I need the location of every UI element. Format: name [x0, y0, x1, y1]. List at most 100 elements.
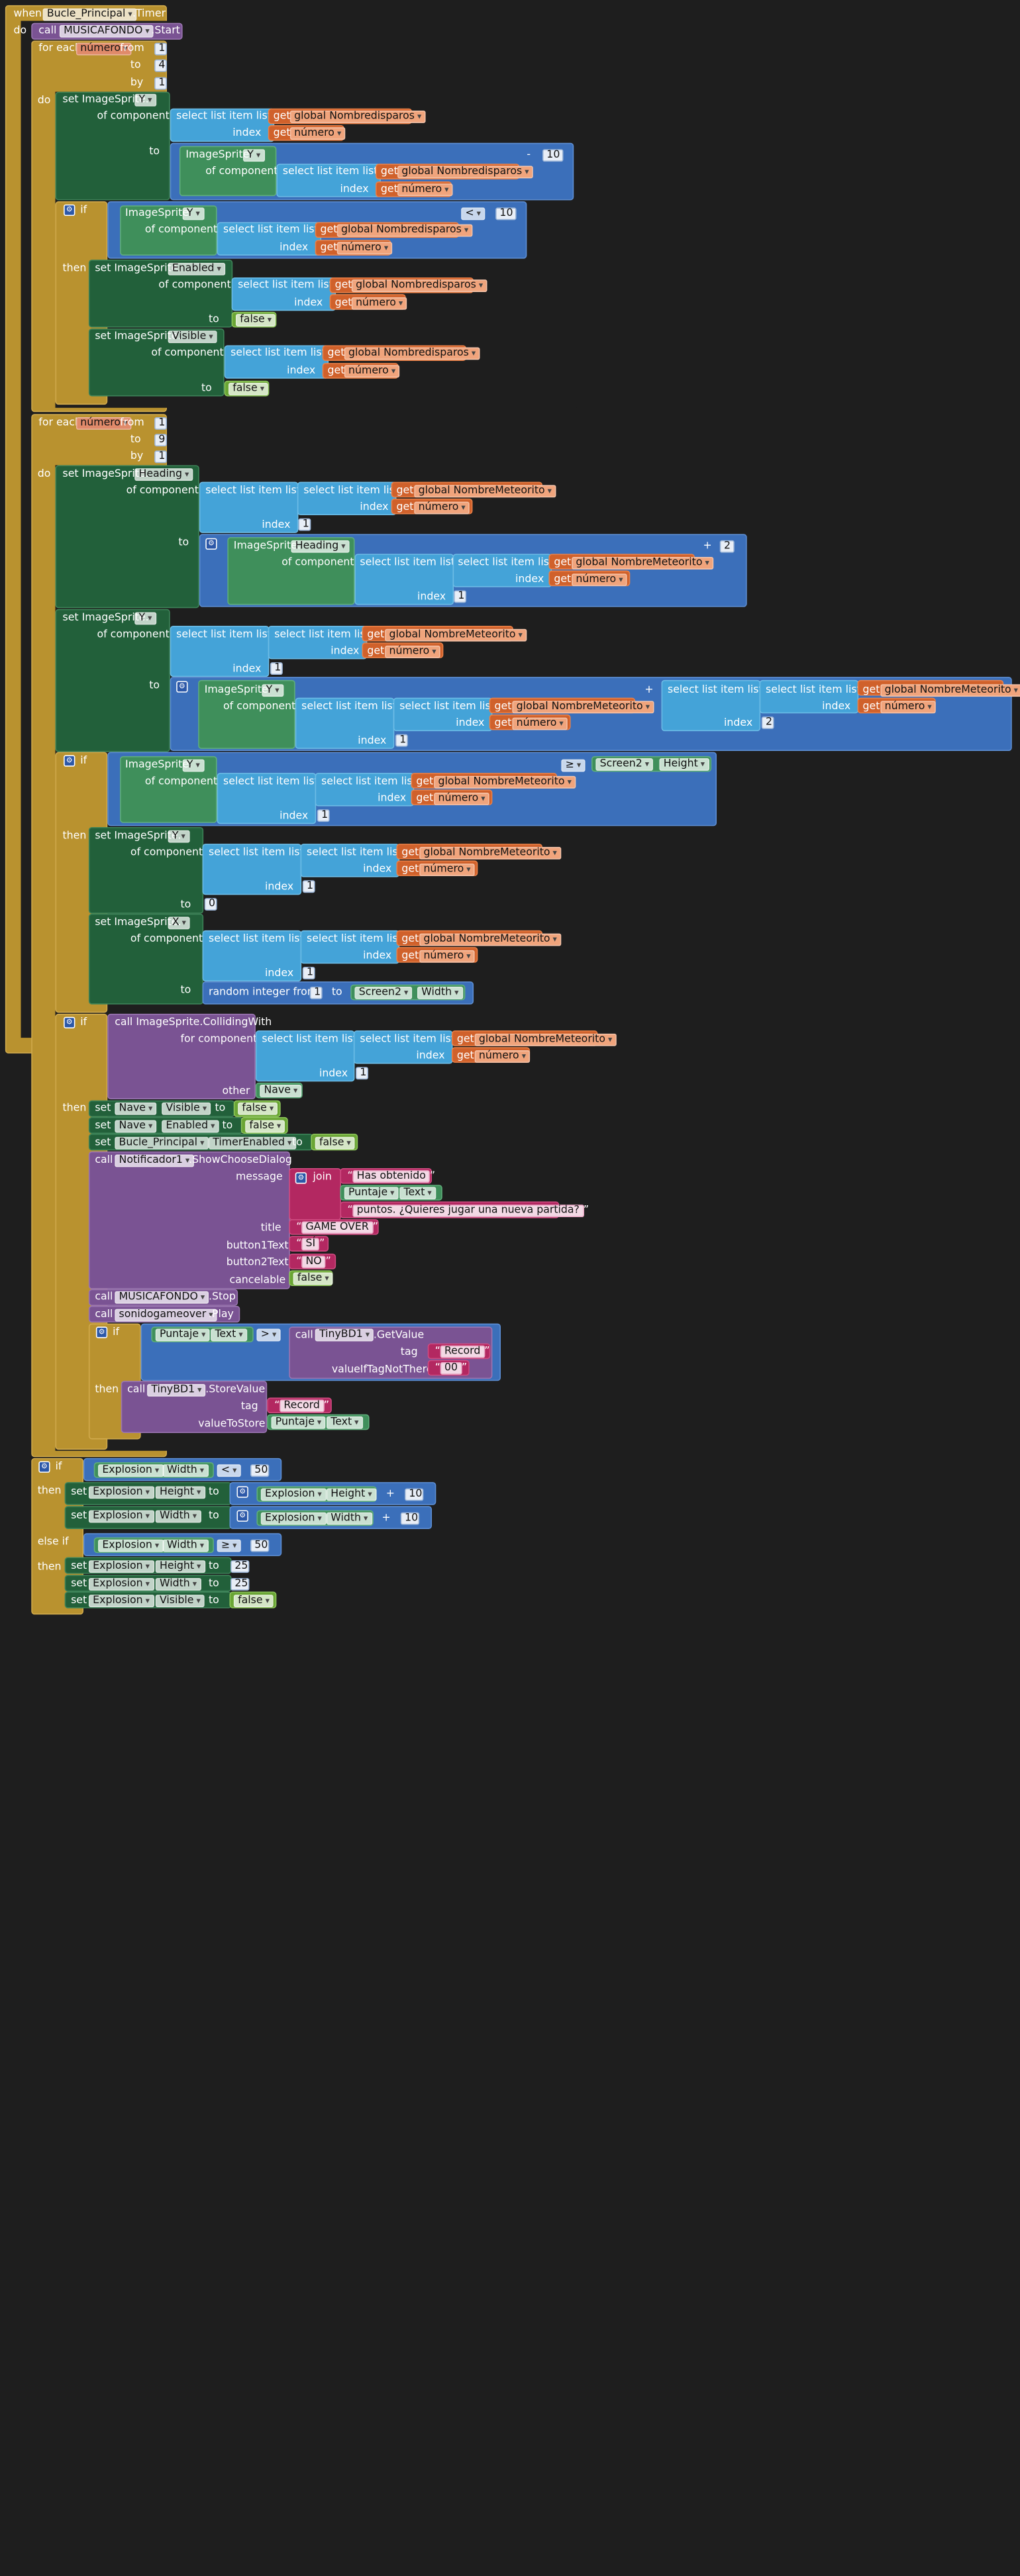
number[interactable]: 1: [395, 734, 408, 747]
explosion-dropdown[interactable]: Explosion: [88, 1560, 154, 1573]
explosion-dropdown[interactable]: Explosion: [88, 1595, 154, 1608]
var-dropdown[interactable]: número: [336, 242, 393, 255]
string[interactable]: GAME OVER: [296, 1221, 378, 1234]
loop-var-dropdown[interactable]: número: [76, 417, 132, 430]
number[interactable]: 1: [270, 662, 283, 675]
var-dropdown[interactable]: número: [419, 864, 475, 876]
number[interactable]: 25: [230, 1577, 250, 1591]
number[interactable]: 10: [400, 1512, 420, 1525]
screen-dropdown[interactable]: Screen2: [595, 758, 654, 771]
var-dropdown[interactable]: número: [397, 183, 453, 197]
music-component-dropdown[interactable]: MUSICAFONDO: [59, 25, 154, 38]
comp-dropdown[interactable]: Nave: [115, 1120, 157, 1133]
gear-icon[interactable]: ⚙: [64, 755, 76, 767]
number[interactable]: 50: [250, 1539, 270, 1552]
number[interactable]: 10: [405, 1488, 424, 1501]
number[interactable]: 50: [250, 1464, 270, 1477]
width-dropdown[interactable]: Width: [155, 1510, 201, 1523]
prop-dropdown[interactable]: Y: [182, 207, 205, 221]
var-dropdown[interactable]: número: [880, 701, 937, 714]
number[interactable]: 1: [356, 1067, 368, 1080]
show-choose-dialog-call[interactable]: [88, 1151, 290, 1289]
prop-dropdown[interactable]: Y: [242, 149, 265, 162]
var-dropdown[interactable]: global NombreMeteorito: [419, 846, 562, 860]
bool-dropdown[interactable]: false: [233, 1595, 274, 1608]
to-number[interactable]: 9: [154, 434, 167, 447]
number[interactable]: 1: [298, 518, 311, 531]
text-dropdown[interactable]: Text: [211, 1328, 247, 1342]
var-dropdown[interactable]: número: [351, 297, 407, 310]
select-list-item[interactable]: [199, 481, 299, 533]
prop-dropdown[interactable]: Visible: [162, 1102, 211, 1115]
to-number[interactable]: 4: [154, 59, 167, 72]
loop-var-dropdown[interactable]: número: [76, 42, 132, 56]
var-dropdown[interactable]: número: [434, 793, 489, 805]
number[interactable]: 2: [719, 540, 735, 553]
number[interactable]: 25: [230, 1560, 250, 1573]
gear-icon[interactable]: ⚙: [236, 1486, 248, 1498]
var-dropdown[interactable]: global NombreMeteorito: [419, 933, 562, 946]
width-dropdown[interactable]: Width: [326, 1512, 372, 1525]
sound-dropdown[interactable]: sonidogameover: [115, 1309, 217, 1322]
var-dropdown[interactable]: número: [414, 501, 470, 515]
prop-dropdown[interactable]: Visible: [168, 330, 217, 344]
tinydb-dropdown[interactable]: TinyBD1: [315, 1328, 374, 1342]
number[interactable]: 10: [542, 149, 564, 162]
var-dropdown[interactable]: global NombreMeteorito: [474, 1033, 617, 1046]
var-dropdown[interactable]: global NombreMeteorito: [572, 557, 714, 570]
prop-dropdown[interactable]: TimerEnabled: [209, 1136, 296, 1150]
bool-dropdown[interactable]: false: [238, 1102, 278, 1115]
select-list-item[interactable]: [393, 697, 493, 732]
select-list-item[interactable]: [202, 844, 302, 895]
var-dropdown[interactable]: número: [344, 365, 400, 378]
gear-icon[interactable]: ⚙: [38, 1461, 50, 1473]
select-list-item[interactable]: [217, 222, 322, 256]
gear-icon[interactable]: ⚙: [64, 1016, 76, 1028]
number[interactable]: 1: [309, 986, 323, 999]
prop-dropdown[interactable]: Heading: [134, 468, 193, 481]
select-list-item[interactable]: [300, 844, 400, 877]
width-dropdown[interactable]: Width: [417, 986, 463, 999]
select-list-item[interactable]: [231, 277, 336, 311]
select-list-item[interactable]: [354, 554, 454, 605]
set-heading-block[interactable]: [55, 465, 199, 609]
tinydb-dropdown[interactable]: TinyBD1: [147, 1384, 206, 1397]
select-list-item[interactable]: [759, 679, 859, 714]
from-number[interactable]: 1: [154, 42, 167, 56]
op-dropdown[interactable]: <: [217, 1464, 241, 1477]
var-dropdown[interactable]: global NombreMeteorito: [434, 775, 576, 789]
prop-dropdown[interactable]: Heading: [291, 540, 350, 553]
number[interactable]: 10: [495, 207, 517, 221]
puntaje-dropdown[interactable]: Puntaje: [155, 1328, 210, 1342]
explosion-dropdown[interactable]: Explosion: [260, 1512, 327, 1525]
gear-icon[interactable]: ⚙: [176, 681, 188, 693]
music-dropdown[interactable]: MUSICAFONDO: [115, 1291, 209, 1304]
var-dropdown[interactable]: global NombreMeteorito: [512, 701, 654, 714]
visible-dropdown[interactable]: Visible: [155, 1595, 205, 1608]
var-dropdown[interactable]: global Nombredisparos: [289, 110, 426, 123]
select-list-item[interactable]: [297, 481, 397, 516]
width-dropdown[interactable]: Width: [155, 1577, 201, 1591]
number[interactable]: 1: [302, 967, 315, 979]
string[interactable]: NO: [296, 1256, 332, 1269]
var-dropdown[interactable]: número: [385, 645, 440, 658]
var-dropdown[interactable]: global NombreMeteorito: [385, 628, 527, 642]
comp-dropdown[interactable]: Nave: [115, 1102, 157, 1115]
explosion-dropdown[interactable]: Explosion: [98, 1539, 164, 1552]
bool-dropdown[interactable]: false: [245, 1120, 285, 1133]
gear-icon[interactable]: ⚙: [205, 538, 217, 550]
screen-dropdown[interactable]: Screen2: [354, 986, 413, 999]
height-dropdown[interactable]: Height: [326, 1488, 376, 1501]
height-dropdown[interactable]: Height: [659, 758, 709, 771]
prop-dropdown[interactable]: X: [168, 916, 191, 930]
explosion-dropdown[interactable]: Explosion: [98, 1464, 164, 1477]
select-list-item[interactable]: [170, 108, 275, 142]
text-dropdown[interactable]: Text: [399, 1187, 436, 1200]
prop-dropdown[interactable]: Y: [262, 684, 283, 697]
puntaje-dropdown[interactable]: Puntaje: [271, 1416, 326, 1429]
var-dropdown[interactable]: número: [512, 717, 568, 730]
width-dropdown[interactable]: Width: [162, 1539, 209, 1552]
bool-dropdown[interactable]: false: [315, 1136, 356, 1150]
bool-dropdown[interactable]: false: [235, 314, 276, 326]
